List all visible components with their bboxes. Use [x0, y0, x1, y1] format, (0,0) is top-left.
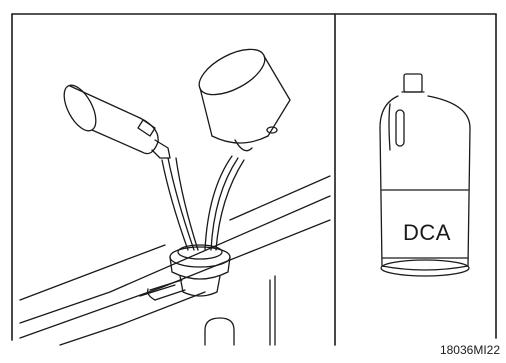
right-pouring-container [192, 40, 290, 151]
figure-frame [12, 14, 496, 345]
pour-streams [162, 156, 244, 250]
figure-id: 18036MI22 [440, 343, 500, 357]
left-pouring-container [58, 80, 170, 158]
engine-panel [20, 176, 330, 345]
bottle-label: DCA [378, 220, 476, 246]
